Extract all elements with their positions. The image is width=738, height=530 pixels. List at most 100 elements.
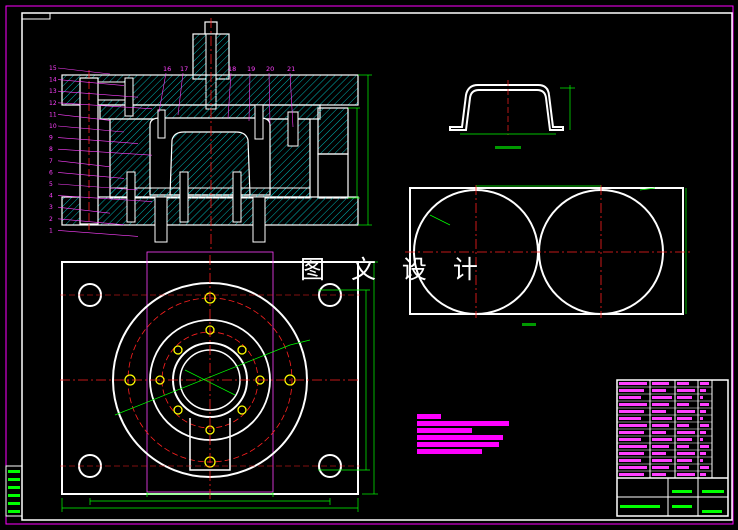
- part-leader-18: [227, 72, 232, 119]
- title-block-cell: [652, 410, 666, 413]
- screw-2: [126, 171, 136, 223]
- title-block-field: [620, 505, 660, 508]
- title-block: [616, 379, 729, 517]
- title-block-cell: [677, 466, 689, 469]
- part-leader-10: [57, 125, 125, 133]
- title-block-cell: [652, 396, 672, 399]
- title-block-cell: [652, 438, 672, 441]
- part-balloon-21: 21: [287, 65, 295, 73]
- title-block-field: [672, 505, 692, 508]
- part-leader-15: [57, 67, 111, 75]
- part-balloon-13: 13: [49, 88, 57, 95]
- part-leader-16: [158, 72, 167, 113]
- title-block-cell: [677, 424, 689, 427]
- product-section-view: [449, 80, 575, 149]
- title-block-cell: [700, 459, 703, 462]
- title-block-cell: [700, 396, 703, 399]
- title-block-cell: [619, 424, 647, 427]
- title-block-cell: [677, 403, 689, 406]
- part-leader-21: [289, 72, 294, 128]
- title-block-cell: [652, 452, 666, 455]
- title-block-cell: [619, 389, 644, 392]
- title-block-cell: [677, 417, 692, 420]
- inner-frame: [21, 12, 733, 521]
- part-balloon-11: 11: [49, 111, 57, 118]
- title-block-cell: [700, 466, 709, 469]
- title-block-cell: [700, 452, 706, 455]
- ejector-rod-left: [154, 196, 168, 243]
- title-block-cell: [619, 396, 641, 399]
- title-block-cell: [677, 382, 689, 385]
- part-leader-5: [57, 183, 139, 191]
- title-block-cell: [700, 382, 709, 385]
- part-balloon-19: 19: [247, 65, 255, 73]
- title-block-cell: [652, 382, 669, 385]
- part-leader-20: [268, 72, 271, 125]
- margin-legend: [5, 465, 23, 517]
- title-block-field: [702, 510, 722, 513]
- title-block-cell: [619, 403, 647, 406]
- part-balloon-4: 4: [49, 193, 53, 200]
- title-block-cell: [677, 410, 695, 413]
- pcd-hole: [237, 405, 247, 415]
- part-leader-11: [57, 114, 111, 121]
- part-leader-2: [57, 218, 125, 226]
- bottom-clamp-plate: [61, 196, 359, 226]
- cavity-layout-view: [405, 185, 690, 326]
- title-block-cell: [652, 431, 666, 434]
- title-block-cell: [619, 382, 647, 385]
- title-block-cell: [652, 459, 672, 462]
- cup-core: [169, 131, 251, 196]
- corner-tab: [21, 12, 51, 20]
- part-balloon-9: 9: [49, 135, 53, 142]
- part-balloon-3: 3: [49, 204, 53, 211]
- part-leader-4: [57, 195, 153, 202]
- title-block-cell: [652, 424, 669, 427]
- part-leader-14: [57, 79, 125, 86]
- part-balloon-10: 10: [49, 123, 57, 130]
- title-block-cell: [619, 452, 644, 455]
- title-block-cell: [677, 452, 695, 455]
- title-block-cell: [677, 445, 689, 448]
- part-leader-13: [57, 90, 139, 98]
- part-leader-17: [177, 72, 184, 116]
- outer-frame: [5, 5, 734, 525]
- title-block-cell: [619, 466, 647, 469]
- title-block-cell: [700, 410, 706, 413]
- part-balloon-14: 14: [49, 77, 57, 84]
- part-leader-1: [57, 230, 139, 237]
- title-block-cell: [619, 417, 641, 420]
- title-block-cell: [619, 445, 647, 448]
- title-block-cell: [619, 459, 641, 462]
- title-block-cell: [700, 389, 706, 392]
- title-block-cell: [619, 410, 644, 413]
- title-block-cell: [700, 403, 709, 406]
- title-block-cell: [652, 445, 669, 448]
- title-block-cell: [652, 417, 672, 420]
- title-block-cell: [619, 473, 644, 476]
- part-balloon-18: 18: [228, 65, 236, 73]
- title-block-cell: [700, 424, 709, 427]
- part-balloon-15: 15: [49, 65, 57, 72]
- watermark-text: 图 文 设 计: [300, 255, 487, 284]
- screw-4: [232, 171, 242, 223]
- part-leader-12: [57, 102, 153, 110]
- title-block-field: [702, 490, 724, 493]
- ejector-rod-right: [252, 196, 266, 243]
- part-balloon-1: 1: [49, 227, 53, 234]
- mold-plan-view: [60, 251, 378, 512]
- part-balloon-16: 16: [163, 65, 171, 73]
- part-leader-19: [248, 72, 251, 122]
- part-balloon-12: 12: [49, 100, 57, 107]
- title-block-cell: [700, 417, 703, 420]
- part-balloon-17: 17: [180, 65, 188, 73]
- screw-6: [287, 111, 299, 147]
- title-block-cell: [700, 473, 706, 476]
- part-balloon-2: 2: [49, 216, 53, 223]
- part-balloon-7: 7: [49, 158, 53, 165]
- technical-notes: [417, 414, 509, 454]
- part-balloon-5: 5: [49, 181, 53, 188]
- title-block-cell: [619, 438, 641, 441]
